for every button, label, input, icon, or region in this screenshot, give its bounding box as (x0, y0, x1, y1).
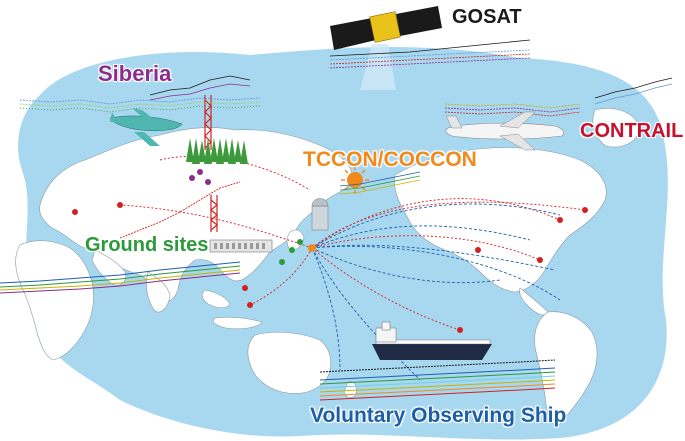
airplane-icon (109, 108, 183, 146)
satellite-icon (330, 6, 442, 90)
vos-series (319, 359, 556, 401)
tccon-series (339, 171, 421, 195)
route-blue (311, 247, 421, 381)
endpoint-marker (242, 285, 248, 291)
route-blue (311, 245, 561, 301)
continents (15, 108, 641, 426)
arabia-landmass (91, 249, 127, 286)
endpoint-marker (475, 247, 481, 253)
ground-station-icon (209, 239, 273, 253)
endpoint-marker (457, 327, 463, 333)
greenland-landmass (592, 108, 641, 148)
central-america-landmass (519, 287, 549, 316)
ground-sites-series (0, 261, 241, 294)
tccon-label: TCCON/COCCON (303, 148, 477, 171)
vos-label: Voluntary Observing Ship (310, 404, 567, 427)
route-blue (311, 244, 556, 271)
route-red (311, 247, 461, 331)
endpoint-marker (289, 247, 295, 253)
endpoint-marker (205, 179, 211, 185)
endpoint-marker (582, 207, 588, 213)
endpoint-marker (297, 239, 303, 245)
forest-icon (186, 138, 248, 164)
ship-icon (372, 321, 492, 360)
contrail-label: CONTRAIL (580, 120, 684, 142)
africa-landmass (15, 240, 94, 361)
endpoint-marker (279, 259, 285, 265)
endpoint-marker (189, 175, 195, 181)
endpoint-marker (197, 169, 203, 175)
endpoint-marker (308, 244, 316, 252)
endpoint-marker (117, 202, 123, 208)
siberia-label: Siberia (98, 61, 172, 86)
australia-landmass (247, 331, 332, 394)
route-red (119, 204, 313, 249)
indonesia-landmass (212, 316, 263, 330)
siberia-profile-lines (19, 75, 261, 113)
ground-sites-trend-line (119, 181, 241, 239)
route-blue (311, 203, 561, 249)
route-siberia (159, 155, 311, 191)
route-red (311, 201, 586, 249)
endpoint-marker (247, 302, 253, 308)
south-america-landmass (534, 311, 598, 426)
endpoint-marker (72, 209, 78, 215)
endpoint-marker (557, 217, 563, 223)
tower-icon (210, 195, 218, 232)
observatory-icon (311, 198, 329, 231)
route-blue (311, 247, 501, 284)
japan-landmass (286, 229, 305, 251)
southeast-asia-landmass (201, 289, 231, 309)
contrail-series (444, 77, 673, 117)
route-blue (311, 225, 531, 249)
ship-routes (119, 155, 586, 381)
route-blue (311, 247, 341, 371)
route-endpoints (72, 169, 588, 333)
gosat-data-strip (329, 39, 531, 69)
endpoint-marker (537, 257, 543, 263)
siberia-tower-icon (204, 95, 212, 150)
airliner-icon (445, 111, 564, 151)
gosat-label: GOSAT (452, 6, 522, 28)
ground-sites-label: Ground sites (85, 234, 209, 256)
